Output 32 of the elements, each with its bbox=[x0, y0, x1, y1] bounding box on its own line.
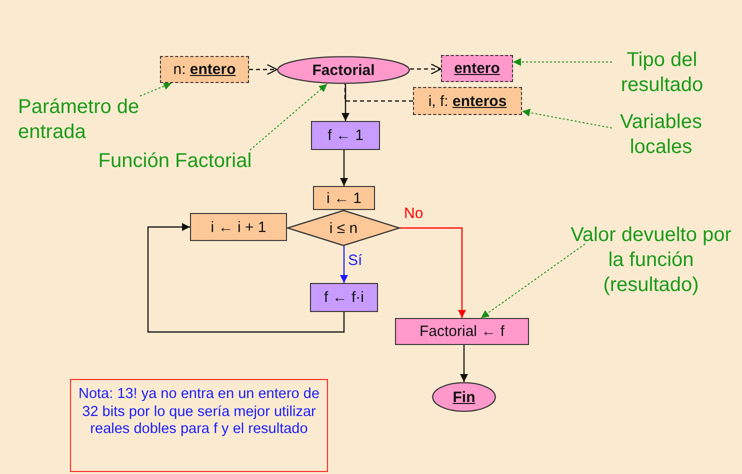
process-box: f ← f·i bbox=[310, 283, 378, 312]
annotation-text: Variables locales bbox=[600, 108, 722, 162]
leader-line bbox=[480, 244, 586, 318]
arrow bbox=[340, 150, 348, 186]
decision-diamond: i ≤ n bbox=[287, 210, 400, 246]
process-box: Factorial ← f bbox=[395, 318, 529, 345]
process-box: f ← 1 bbox=[311, 121, 380, 150]
leader-line bbox=[522, 108, 612, 128]
arrow bbox=[460, 345, 468, 382]
arrow bbox=[400, 227, 466, 318]
arrow bbox=[147, 223, 345, 333]
annotation-text: Función Factorial bbox=[82, 148, 268, 174]
edge-label: Sí bbox=[348, 252, 362, 269]
data-box: entero bbox=[441, 55, 513, 82]
annotation-text: Valor devuelto por la función (resultado) bbox=[570, 220, 732, 300]
terminal-ellipse: Fin bbox=[432, 382, 496, 412]
note-box: Nota: 13! ya no entra en un entero de 32 bits por lo que sería mejor utilizar reales dobles para f y el resultado bbox=[70, 379, 328, 472]
process-box: i ← 1 bbox=[313, 186, 375, 210]
edge-label: No bbox=[404, 205, 424, 222]
dashed-arrow bbox=[249, 64, 278, 76]
annotation-text: Parámetro de entrada bbox=[18, 94, 168, 146]
dashed-arrow bbox=[410, 63, 442, 75]
annotation-text: Tipo del resultado bbox=[606, 46, 718, 100]
leader-line bbox=[512, 58, 612, 66]
data-box: n: entero bbox=[160, 56, 249, 83]
process-box: i ← i + 1 bbox=[190, 213, 287, 241]
leader-line bbox=[140, 82, 172, 96]
arrow bbox=[342, 84, 350, 121]
data-box: i, f: enteros bbox=[413, 87, 522, 115]
leader-line bbox=[250, 84, 328, 150]
arrow bbox=[340, 246, 348, 283]
terminal-ellipse: Factorial bbox=[277, 56, 410, 84]
